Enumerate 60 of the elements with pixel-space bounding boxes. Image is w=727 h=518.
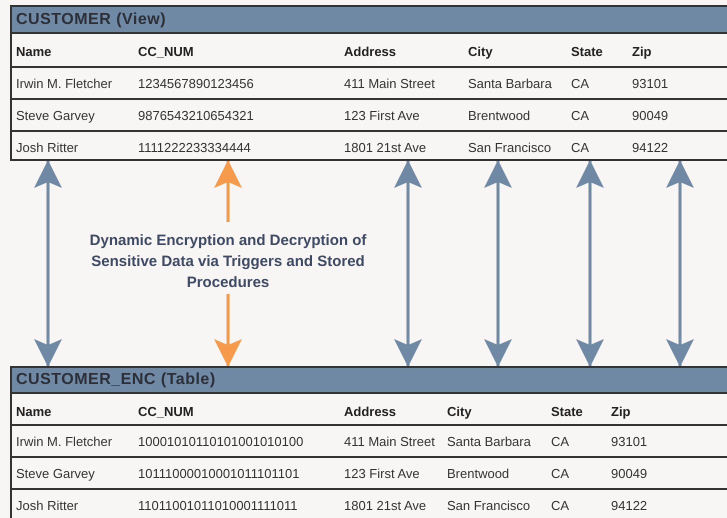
table-cell: 10111000010001011101101 [138, 466, 300, 481]
column-header: Zip [632, 44, 652, 59]
table-cell: 411 Main Street [344, 76, 435, 91]
table-cell: CA [571, 108, 590, 123]
table-cell: Steve Garvey [16, 108, 95, 123]
column-header: Address [344, 404, 396, 419]
table-title: CUSTOMER_ENC (Table) [12, 368, 727, 394]
table-cell: Irwin M. Fletcher [16, 434, 112, 449]
table-cell: San Francisco [468, 140, 552, 155]
table-cell: CA [551, 434, 570, 449]
database-table [10, 366, 727, 518]
table-cell: 1111222233334444 [138, 140, 251, 155]
column-header: Zip [611, 404, 630, 419]
table-cell: 94122 [611, 498, 648, 513]
arrow [576, 160, 604, 367]
table-cell: 11011001011010001111011 [138, 498, 298, 513]
table-cell: CA [551, 466, 570, 481]
table-cell: 94122 [632, 140, 668, 155]
table-cell: 10001010110101001010100 [138, 434, 304, 449]
column-header: City [447, 404, 472, 419]
column-header: City [468, 44, 493, 59]
table-cell: Brentwood [447, 466, 510, 481]
arrow [214, 160, 242, 222]
table-cell: 1801 21st Ave [344, 498, 426, 513]
table-cell: 93101 [611, 434, 648, 449]
column-header: CC_NUM [138, 44, 194, 59]
table-cell: 90049 [632, 108, 668, 123]
table-cell: 411 Main Street [344, 434, 435, 449]
table-cell: Josh Ritter [16, 498, 78, 513]
column-header: State [571, 44, 603, 59]
arrow [484, 160, 512, 367]
table-cell: 1801 21st Ave [344, 140, 426, 155]
table-cell: 1234567890123456 [138, 76, 254, 91]
table-cell: Steve Garvey [16, 466, 95, 481]
arrow [666, 160, 694, 367]
table-cell: Santa Barbara [447, 434, 531, 449]
column-header: Name [16, 44, 52, 59]
table-cell: CA [571, 76, 590, 91]
column-header: Name [16, 404, 52, 419]
table-cell: 123 First Ave [344, 108, 420, 123]
table-cell: 9876543210654321 [138, 108, 254, 123]
table-cell: San Francisco [447, 498, 530, 513]
table-cell: Irwin M. Fletcher [16, 76, 112, 91]
table-cell: Santa Barbara [468, 76, 552, 91]
annotation-text: Dynamic Encryption and Decryption of Sensitive Data via Triggers and Stored Procedures [80, 230, 376, 293]
table-cell: 93101 [632, 76, 668, 91]
table-title: CUSTOMER (View) [12, 7, 727, 34]
table-cell: CA [571, 140, 590, 155]
table-cell: 90049 [611, 466, 648, 481]
arrow [394, 160, 422, 367]
arrow [214, 294, 242, 367]
arrow [34, 160, 62, 367]
column-header: Address [344, 44, 396, 59]
column-header: CC_NUM [138, 404, 194, 419]
table-cell: CA [551, 498, 570, 513]
column-header: State [551, 404, 583, 419]
table-cell: Brentwood [468, 108, 530, 123]
database-table [10, 5, 727, 161]
table-cell: Josh Ritter [16, 140, 78, 155]
table-cell: 123 First Ave [344, 466, 420, 481]
